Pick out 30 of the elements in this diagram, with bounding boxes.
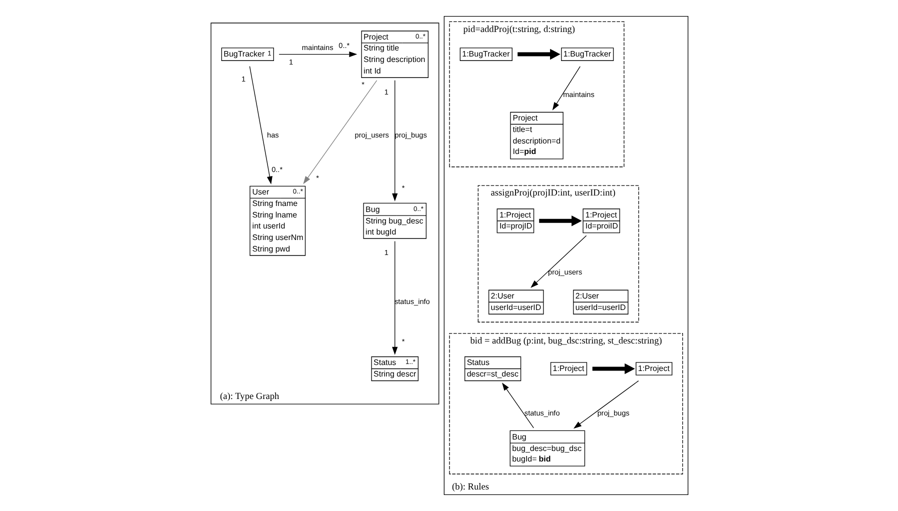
arrow xyxy=(392,80,398,202)
edge-label: proj_users xyxy=(548,268,582,277)
arrow xyxy=(248,66,272,184)
label: 1 xyxy=(384,87,388,96)
arrow xyxy=(552,66,580,110)
edge-label: proj_bugs xyxy=(394,130,426,140)
label: 0..* xyxy=(271,164,282,174)
arrow xyxy=(302,80,377,184)
arrow xyxy=(538,215,582,226)
edge-label: maintains xyxy=(562,90,594,99)
label: * xyxy=(401,336,404,346)
arrow xyxy=(592,363,634,374)
arrow xyxy=(517,48,560,60)
arrow xyxy=(278,52,357,58)
edge-label: proj_users xyxy=(354,130,388,140)
label: 0..* xyxy=(338,40,350,50)
arrow xyxy=(530,235,586,288)
edge-label: has xyxy=(266,130,278,140)
label: * xyxy=(316,173,318,182)
arrow xyxy=(502,382,534,428)
edge-label: proj_bugs xyxy=(596,408,629,418)
arrow xyxy=(573,380,638,429)
label: * xyxy=(361,80,364,90)
edge-label: maintains xyxy=(301,43,333,52)
label: 1 xyxy=(288,58,293,67)
label: 1 xyxy=(241,74,246,84)
arrow xyxy=(392,240,398,355)
edge-label: status_info xyxy=(524,408,560,418)
label: * xyxy=(401,183,404,192)
label: 1 xyxy=(384,248,388,258)
